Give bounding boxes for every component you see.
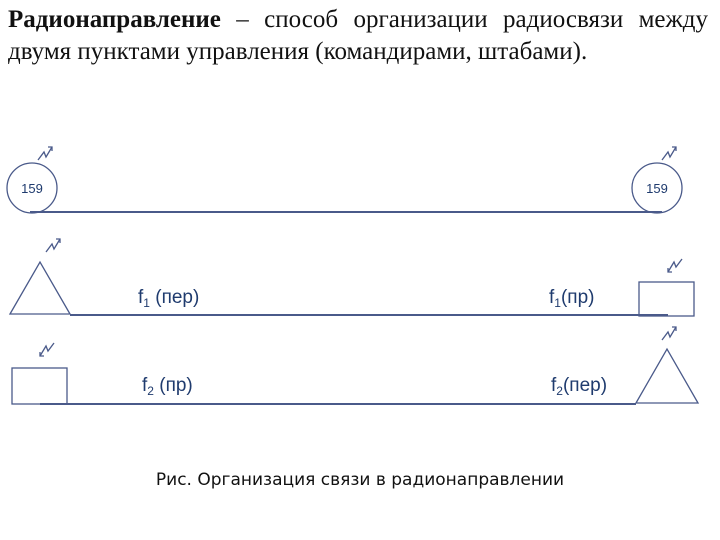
left-station-circle <box>6 162 58 214</box>
definition-term: Радионаправление <box>8 6 221 33</box>
right-station-circle <box>631 162 683 214</box>
row-3-right-frequency-label: f2(пер) <box>551 375 607 398</box>
definition-rest: – способ организации радиосвязи между дв… <box>8 6 708 65</box>
definition-text: Радионаправление – способ организации ра… <box>8 4 708 68</box>
right-station-antenna-icon <box>661 146 677 161</box>
right-station-label: 159 <box>646 181 668 196</box>
left-station-antenna-icon <box>37 146 53 161</box>
row-1: 159 159 <box>6 146 683 214</box>
row-2: f1 (пер) f1(пр) <box>8 238 695 317</box>
figure-caption: Рис. Организация связи в радионаправлени… <box>155 470 565 490</box>
right-transmitter-antenna-icon <box>661 326 677 341</box>
left-receiver-box <box>11 367 68 405</box>
row-3-left-frequency-label: f2 (пр) <box>142 375 193 398</box>
row-2-right-frequency-label: f1(пр) <box>549 287 594 310</box>
left-receiver-antenna-icon <box>39 342 55 357</box>
right-receiver-box <box>638 281 695 317</box>
left-transmitter-triangle <box>8 260 72 315</box>
row-3: f2 (пр) f2(пер) <box>11 326 700 405</box>
row-2-left-frequency-label: f1 (пер) <box>138 287 199 310</box>
left-transmitter-antenna-icon <box>45 238 61 253</box>
right-receiver-antenna-icon <box>667 258 683 273</box>
left-station-label: 159 <box>21 181 43 196</box>
right-transmitter-triangle <box>634 347 700 404</box>
